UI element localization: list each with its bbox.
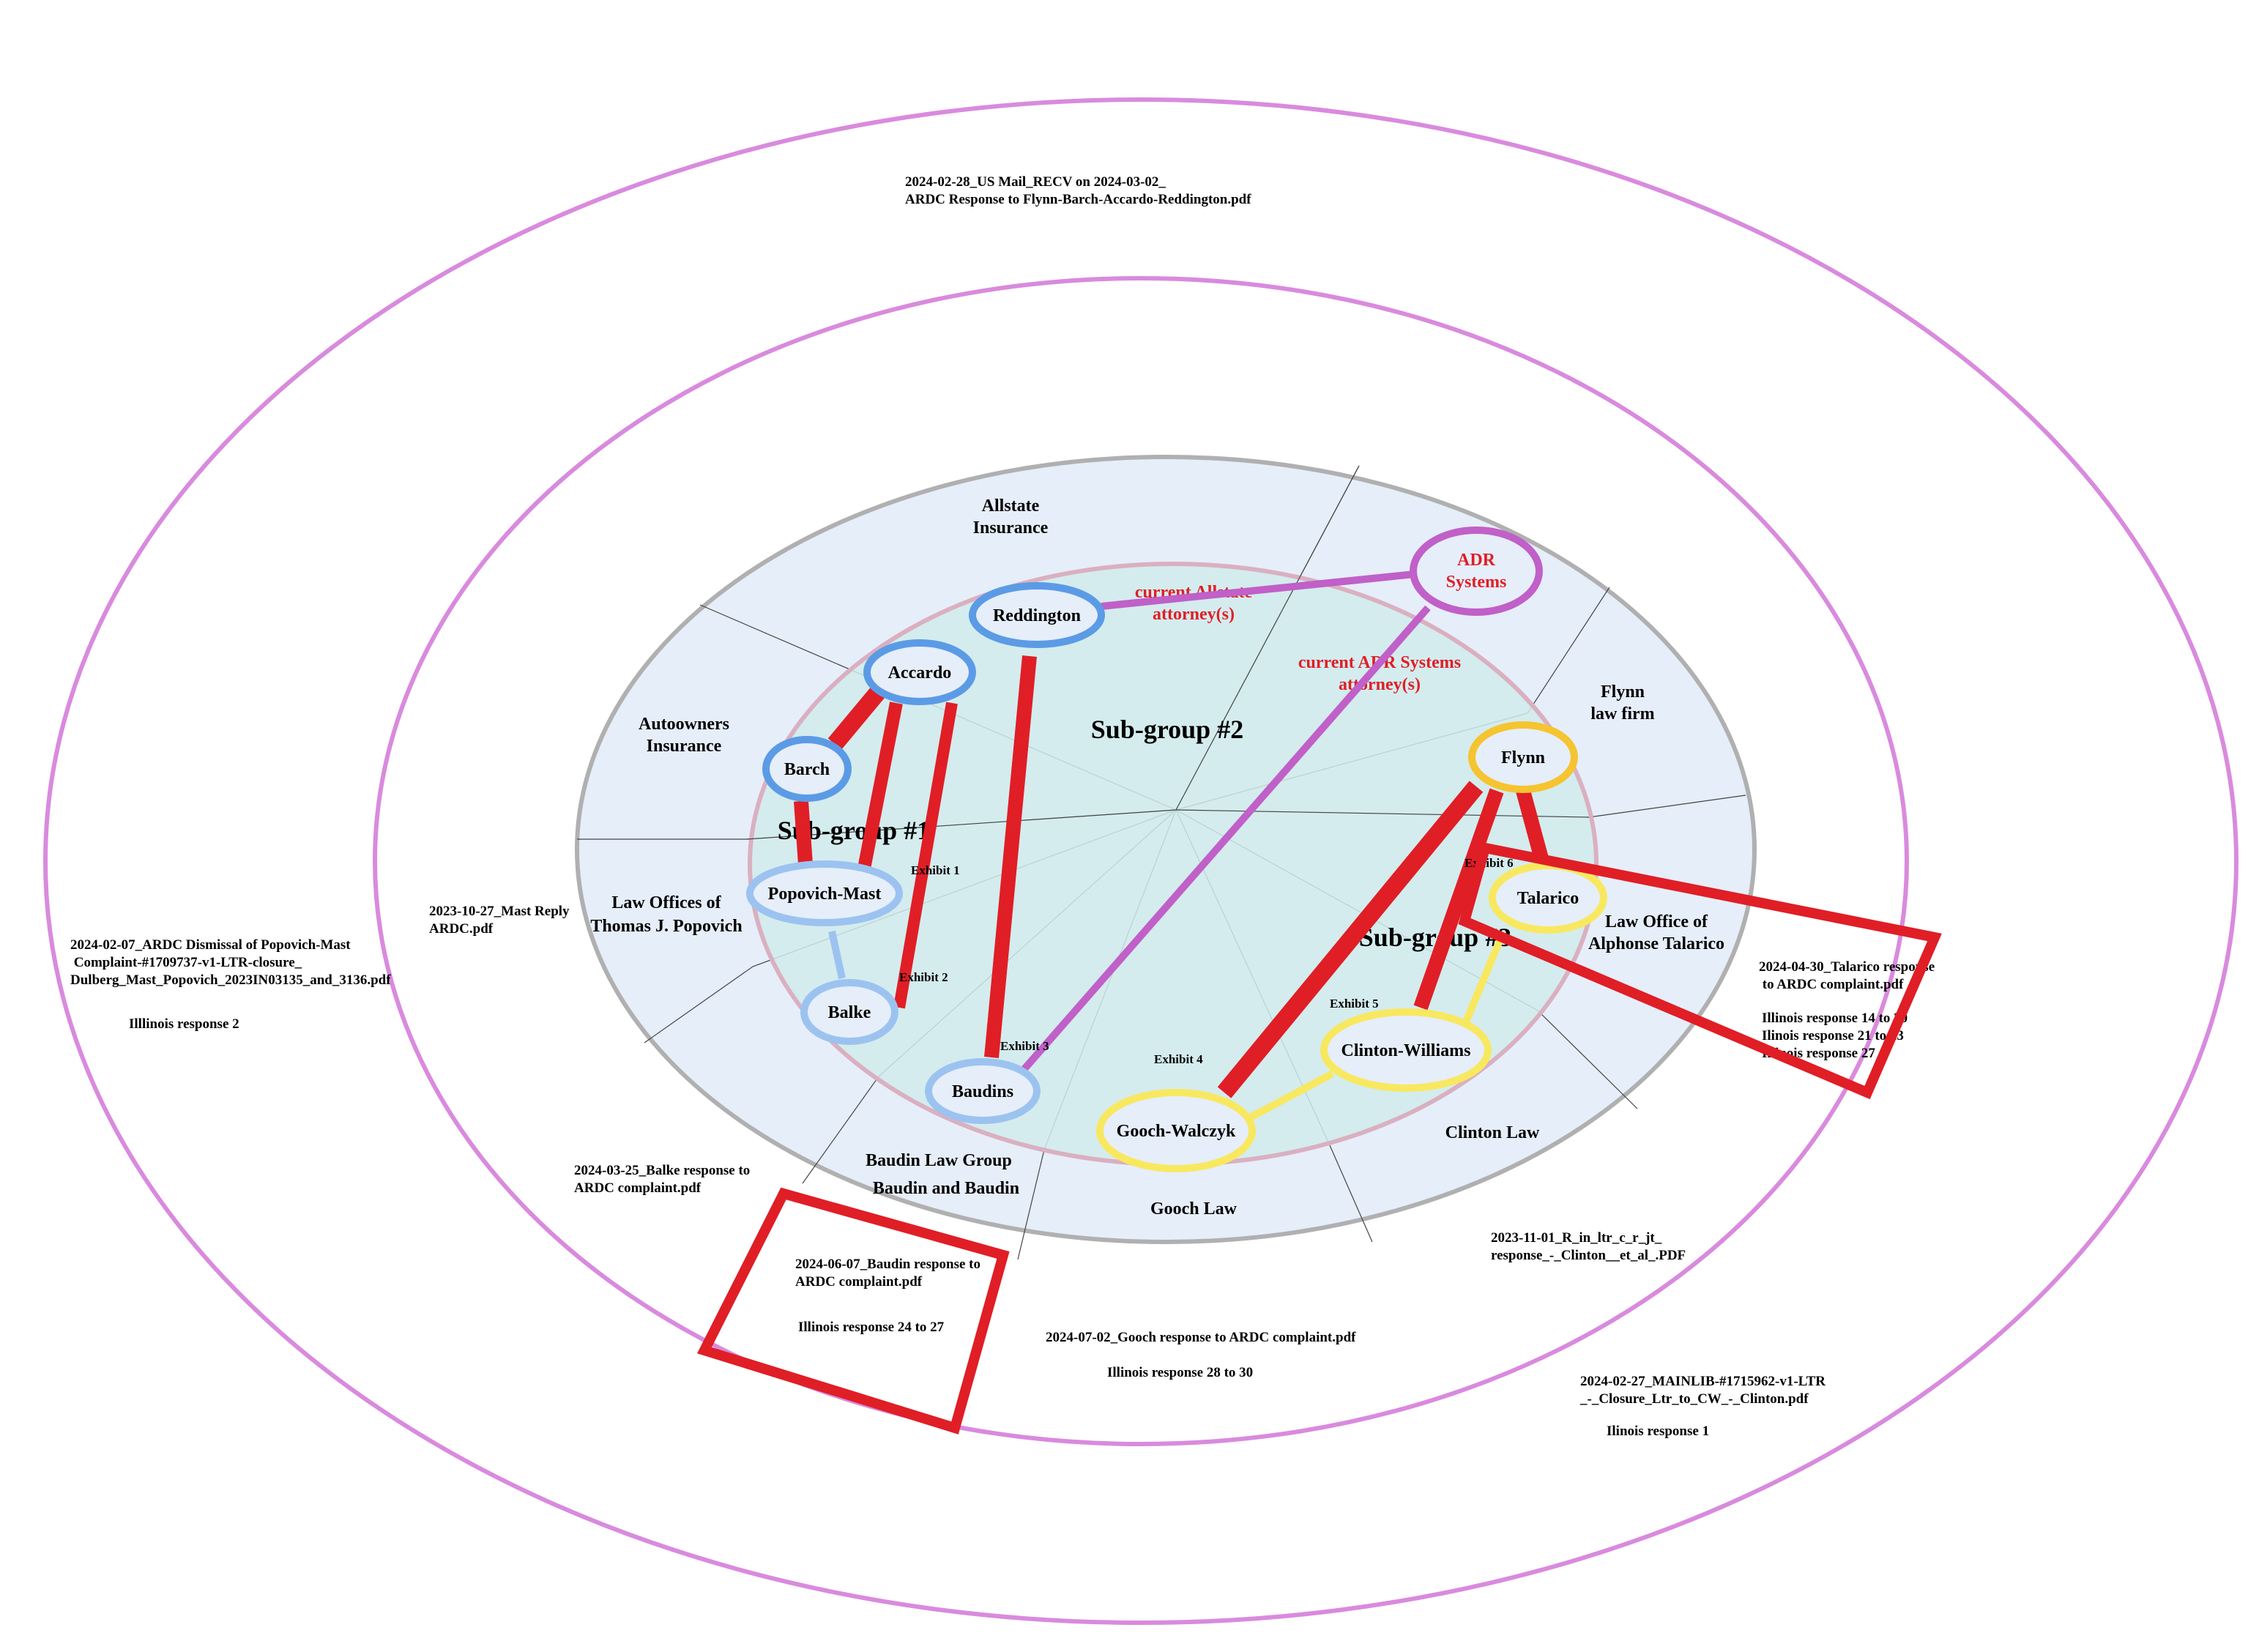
node-clinton-williams[interactable]: Clinton-Williams <box>1320 1008 1492 1092</box>
doc-mainlib-ref: Ilinois response 1 <box>1607 1424 1709 1439</box>
edge-flynn-gooch <box>1217 781 1484 1098</box>
node-baudins[interactable]: Baudins <box>925 1058 1041 1124</box>
edge-accardo-popovich <box>857 702 903 870</box>
node-accardo[interactable]: Accardo <box>863 639 976 705</box>
doc-clinton: 2023-11-01_R_in_ltr_c_r_jt_response_-_Cl… <box>1491 1230 1686 1263</box>
exhibit-1-label: Exhibit 1 <box>911 863 960 877</box>
doc-baudin-ref: Illinois response 24 to 27 <box>798 1320 945 1335</box>
subgroup-2-label: Sub-group #2 <box>1091 715 1243 744</box>
edge-reddington-baudins <box>984 655 1037 1058</box>
svg-text:Talarico: Talarico <box>1517 889 1579 908</box>
outer-ring <box>43 97 2238 1625</box>
exhibit-2-label: Exhibit 2 <box>899 970 948 984</box>
node-reddington[interactable]: Reddington <box>969 582 1105 648</box>
node-balke[interactable]: Balke <box>800 979 898 1045</box>
doc-dismissal: 2024-02-07_ARDC Dismissal of Popovich-Ma… <box>70 937 391 988</box>
connections <box>794 570 1549 1124</box>
edge-accardo-barch <box>827 685 886 750</box>
svg-text:Clinton-Williams: Clinton-Williams <box>1341 1041 1471 1060</box>
svg-text:Balke: Balke <box>828 1003 871 1022</box>
highlight-box-baudin <box>697 1187 1010 1435</box>
edge-reddington-adr <box>1101 570 1415 610</box>
node-talarico[interactable]: Talarico <box>1489 862 1607 934</box>
doc-gooch: 2024-07-02_Gooch response to ARDC compla… <box>1046 1330 1356 1345</box>
doc-dismissal-ref: Illlinois response 2 <box>129 1016 239 1032</box>
edge-accardo-balke <box>893 702 958 1009</box>
doc-mainlib: 2024-02-27_MAINLIB-#1715962-v1-LTR_-_Clo… <box>1579 1374 1826 1407</box>
edge-barch-popovich <box>794 800 813 865</box>
doc-top: 2024-02-28_US Mail_RECV on 2024-03-02_AR… <box>905 174 1251 207</box>
exhibit-3-label: Exhibit 3 <box>1000 1039 1049 1053</box>
edge-popovich-balke <box>828 930 846 980</box>
second-ring <box>373 276 1909 1446</box>
exhibit-6-label: Exhibit 6 <box>1465 856 1514 870</box>
doc-talarico: 2024-04-30_Talarico response to ARDC com… <box>1759 959 1935 992</box>
firm-clinton: Clinton Law <box>1445 1123 1540 1142</box>
firm-gooch: Gooch Law <box>1150 1199 1238 1218</box>
node-barch[interactable]: Barch <box>762 736 852 802</box>
node-gooch-walczyk[interactable]: Gooch-Walczyk <box>1096 1089 1256 1172</box>
node-flynn[interactable]: Flynn <box>1468 721 1578 793</box>
edge-clinton-gooch <box>1243 1070 1335 1124</box>
highlight-box-talarico <box>1458 841 1942 1100</box>
svg-text:Popovich-Mast: Popovich-Mast <box>768 885 882 904</box>
edge-talarico-clinton <box>1461 936 1505 1027</box>
svg-text:Barch: Barch <box>784 760 830 779</box>
exhibit-5-label: Exhibit 5 <box>1330 997 1379 1011</box>
edge-adr-baudins <box>1015 605 1431 1079</box>
svg-text:Baudins: Baudins <box>952 1082 1013 1101</box>
node-popovich-mast[interactable]: Popovich-Mast <box>746 860 903 926</box>
svg-text:Reddington: Reddington <box>993 606 1081 625</box>
svg-text:Accardo: Accardo <box>888 663 952 682</box>
edge-flynn-clinton <box>1413 788 1504 1011</box>
svg-text:Gooch-Walczyk: Gooch-Walczyk <box>1117 1122 1236 1141</box>
edge-flynn-talarico <box>1516 789 1549 863</box>
exhibit-4-label: Exhibit 4 <box>1154 1052 1203 1066</box>
svg-text:Flynn: Flynn <box>1501 748 1545 767</box>
doc-gooch-ref: Illinois response 28 to 30 <box>1107 1365 1253 1380</box>
